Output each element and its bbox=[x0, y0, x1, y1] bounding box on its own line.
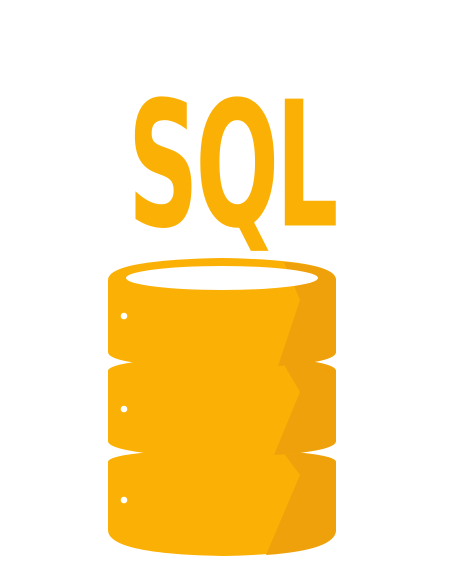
database-tier-middle bbox=[108, 356, 336, 458]
database-tier-bottom bbox=[108, 448, 336, 556]
sql-title: SQL bbox=[127, 66, 339, 268]
database-tier-top bbox=[108, 258, 336, 368]
